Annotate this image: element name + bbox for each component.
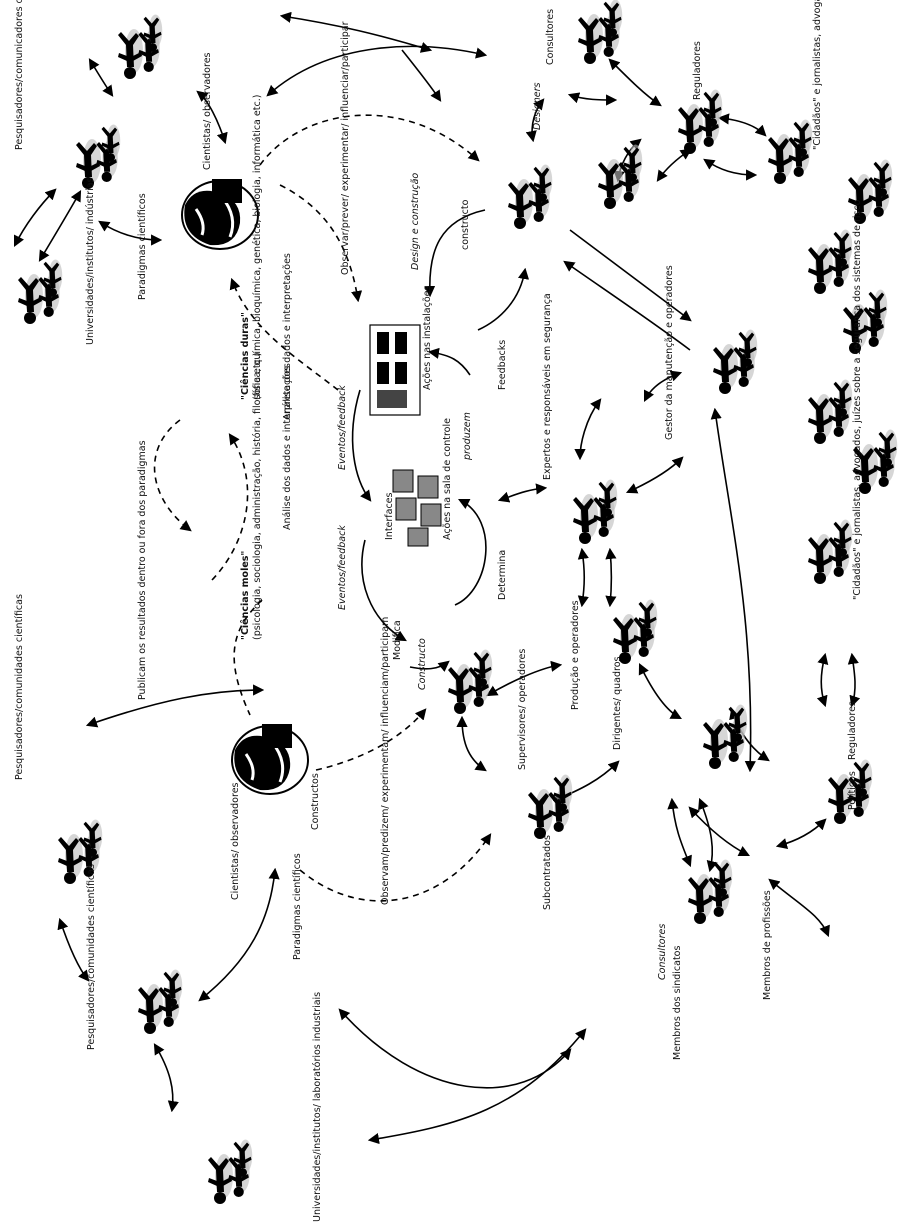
crowd-expertos — [573, 480, 617, 545]
label-cientistas-obs-top: Cientistas/ observadores — [202, 52, 213, 170]
label-pesq-comun-bot: Pesquisadores/comunidades científicas — [86, 864, 97, 1050]
crowd-gestor — [713, 330, 757, 395]
label-constructos: Constructos — [310, 773, 321, 830]
label-cidadaos-top: "Cidadãos" e jornalistas, advogados, juí… — [812, 0, 823, 150]
label-eventos-feedback-2: Eventos/feedback — [337, 525, 348, 610]
label-pesq-comun-top: Pesquisadores/comunicadores científicos — [14, 0, 25, 150]
control-room-illustration — [392, 469, 442, 547]
crowd-consultores-top — [578, 0, 622, 64]
crowd-subcontratados — [528, 775, 572, 840]
labels: Pesquisadores/comunicadores científicos … — [14, 0, 863, 1222]
label-consultores-bot: Consultores — [657, 924, 668, 980]
people-figures — [18, 0, 897, 1204]
label-expertos: Expertos e responsáveis em segurança — [542, 293, 553, 480]
label-constructo-mid: Constructo — [417, 638, 428, 690]
label-design-construcao: Design e construção — [410, 173, 421, 270]
label-designers: Designers — [532, 82, 543, 130]
label-observar-prever: Observar/prever/ experimentar/ influenci… — [340, 21, 351, 275]
label-reguladores-mid: Reguladores — [847, 701, 858, 760]
label-consultores-top: Consultores — [545, 9, 556, 65]
crowd-pesq-top-2 — [76, 125, 120, 190]
installation-illustration — [369, 324, 421, 416]
label-cidadaos-mid: "Cidadãos" e jornalistas, advogados, juí… — [852, 199, 863, 600]
crowd-cidadaos-1 — [768, 120, 812, 185]
label-politicos: Políticos — [847, 771, 858, 810]
label-producao-operadores: Produção e operadores — [570, 600, 581, 710]
label-reguladores-top: Reguladores — [692, 41, 703, 100]
crowd-supervisores — [448, 650, 492, 715]
label-ciencias-duras-title: "Ciências duras" — [240, 312, 251, 400]
label-constructo-top: constructo — [460, 199, 471, 250]
label-acoes-sala: Ações na sala de controle — [442, 418, 453, 540]
label-dirigentes: Dirigentes/ quadros — [612, 656, 623, 750]
scientist-bottom-illustration — [230, 722, 310, 796]
label-modifica: Modifica — [392, 620, 403, 660]
label-membros-profissoes: Membros de profissões — [762, 890, 773, 1000]
crowd-producao — [613, 600, 657, 665]
label-determina: Determina — [497, 550, 508, 600]
label-ciencias-moles-title: "Ciências moles" — [240, 551, 251, 640]
label-univ-inst-ind: Universidades/institutos/ indústrias — [85, 177, 96, 345]
label-univ-inst-lab: Universidades/institutos/ laboratórios i… — [312, 992, 323, 1222]
label-gestor: Gestor da manutenção e operadores — [664, 265, 675, 440]
label-analise-1: Análise dos dados e interpretações — [282, 253, 293, 420]
label-ciencias-moles-list: (psicologia, sociologia, administração, … — [252, 352, 263, 640]
label-cientistas-obs-bot: Cientistas/ observadores — [230, 782, 241, 900]
crowd-pesq-top — [118, 15, 162, 80]
label-membros-sindicatos: Membros dos sindicatos — [672, 946, 683, 1060]
label-paradigmas-top: Paradigmas científicos — [137, 193, 148, 300]
label-interfaces: Interfaces — [384, 492, 395, 540]
crowd-univ-bot — [208, 1140, 252, 1205]
label-paradigmas-bot: Paradigmas científicos — [292, 853, 303, 960]
label-analise-2: Análise dos dados e interpretações — [282, 363, 293, 530]
label-produzem: produzem — [462, 412, 473, 461]
crowd-cidadaos-7 — [808, 520, 852, 585]
crowd-cidadaos-3 — [808, 230, 852, 295]
crowd-univ-top — [18, 260, 62, 325]
label-observam-predizem: Observam/predizem/ experimentam/ influen… — [380, 617, 391, 905]
crowd-dirigentes — [703, 705, 747, 770]
label-subcontratados: Subcontratados — [542, 835, 553, 910]
crowd-top-2 — [598, 145, 642, 210]
label-feedbacks: Feedbacks — [497, 340, 508, 390]
scientist-top-illustration — [180, 177, 260, 251]
solid-arrows — [13, 11, 861, 1145]
label-acoes-instalacoes: Ações nas instalações — [422, 286, 433, 390]
label-publicam: Publicam os resultados dentro ou fora do… — [137, 440, 148, 700]
label-supervisores: Supervisores/ operadores — [517, 649, 528, 770]
dashed-arrows — [153, 114, 492, 902]
label-pesq-comun-mid: Pesquisadores/comunidades científicas — [14, 594, 25, 780]
label-ciencias-duras-list: (física, química, bioquímica, genética, … — [252, 95, 263, 400]
label-eventos-feedback-1: Eventos/feedback — [337, 385, 348, 470]
crowd-cidadaos-5 — [808, 380, 852, 445]
crowd-designers — [508, 165, 552, 230]
crowd-pesq-bot — [138, 970, 182, 1035]
crowd-cidadaos-4 — [843, 290, 887, 355]
